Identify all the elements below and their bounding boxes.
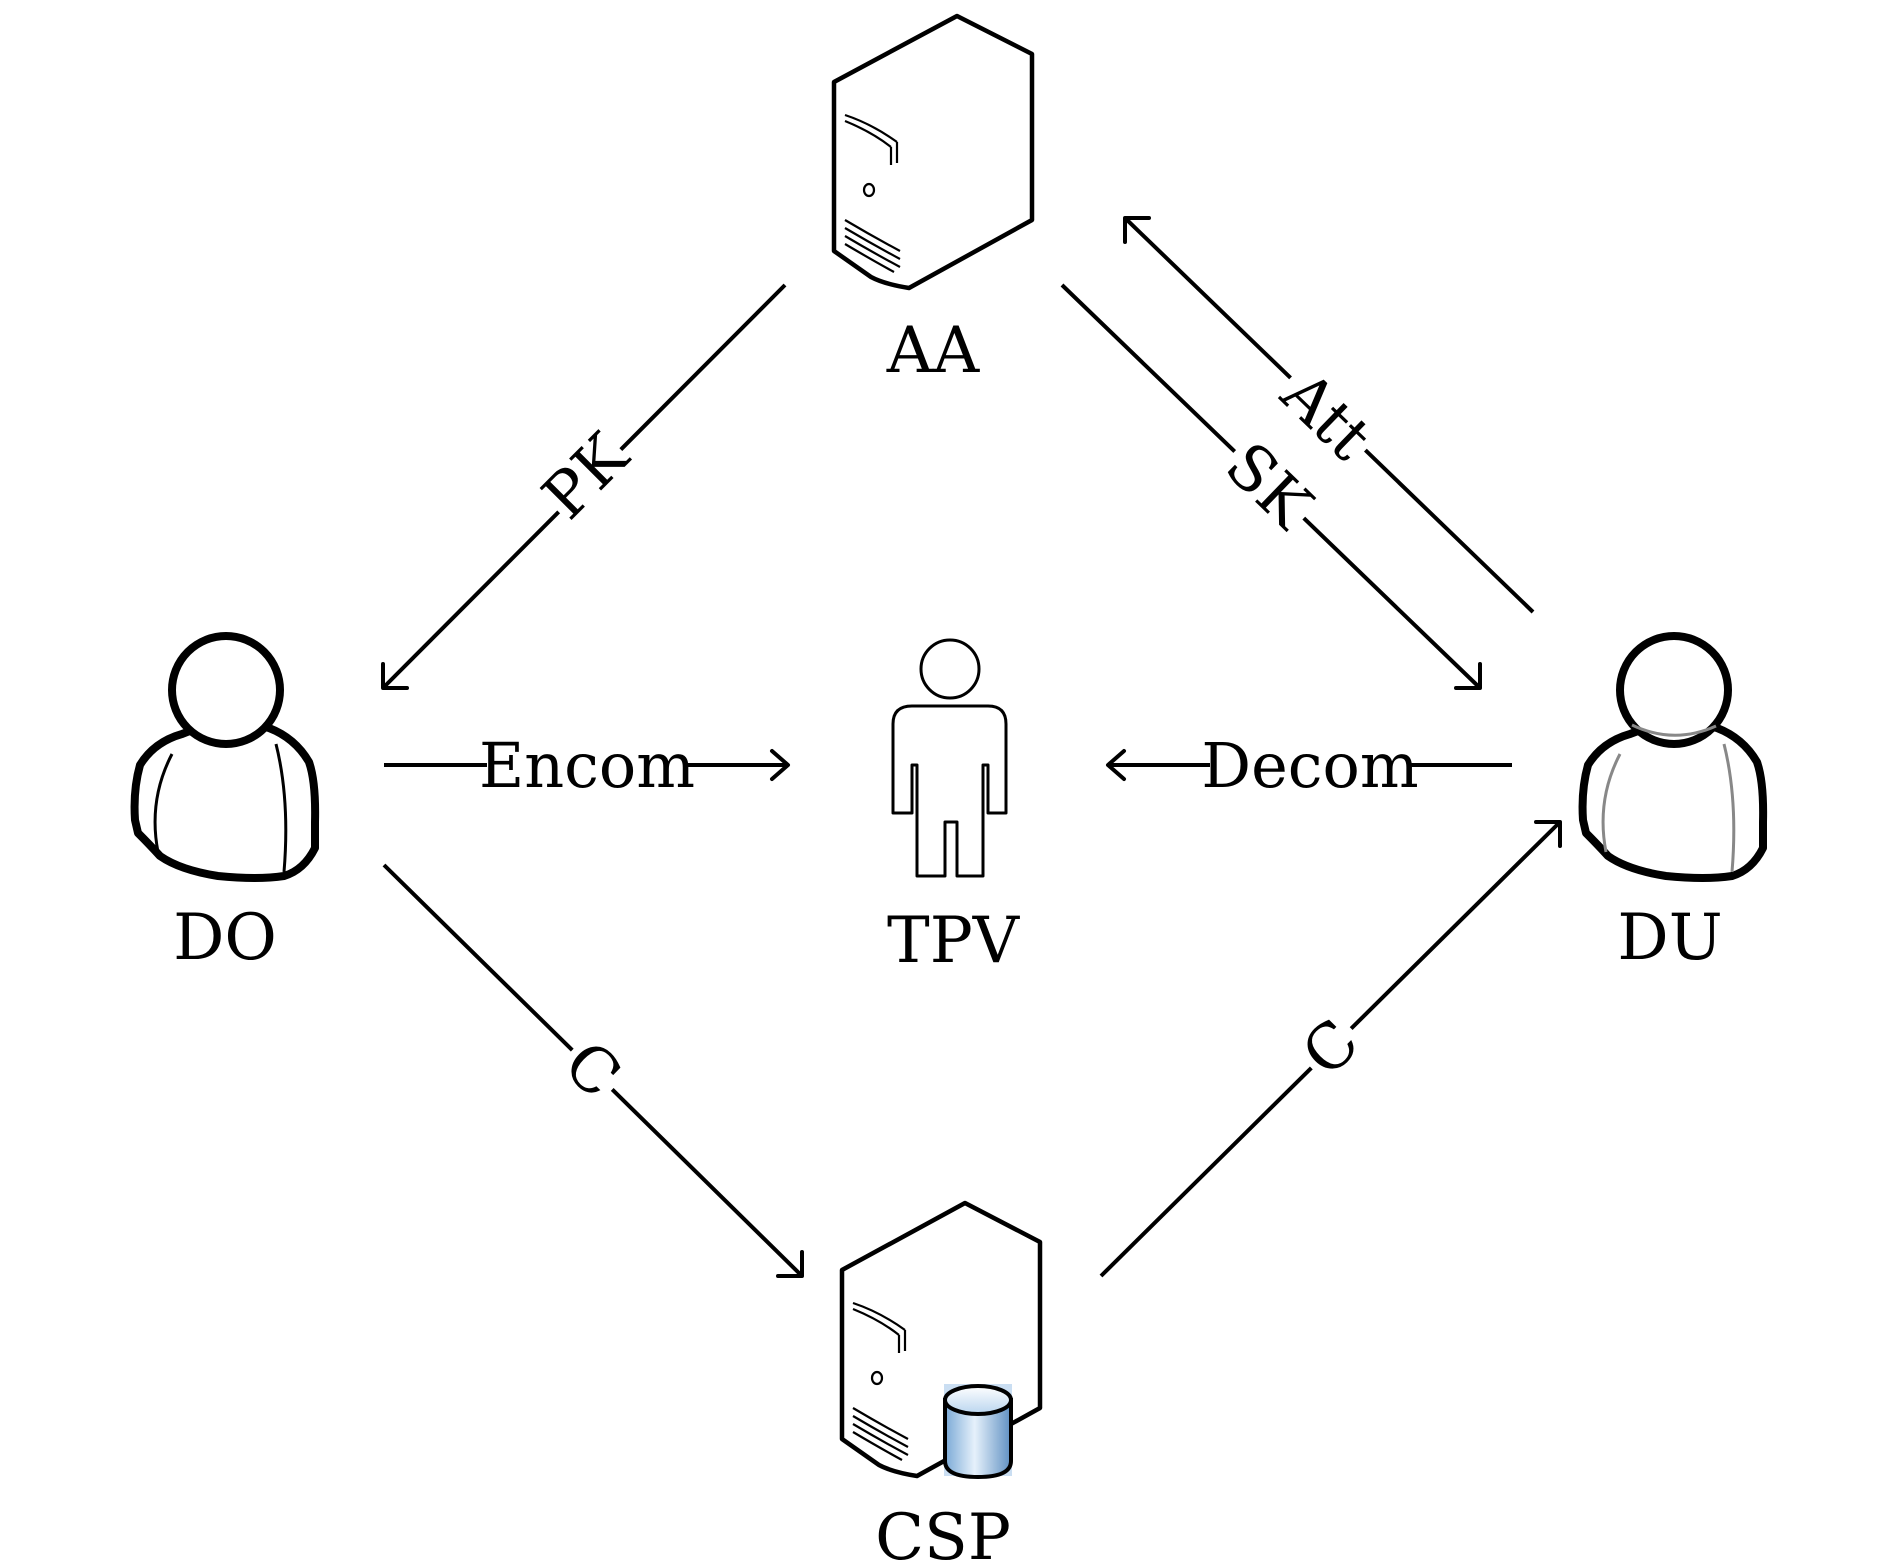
user-icon	[130, 632, 320, 882]
edge-csp-to-du: C	[1099, 820, 1562, 1278]
edge-label-decom: Decom	[1201, 729, 1418, 802]
label-bg-encom	[487, 728, 687, 802]
database-icon	[943, 1384, 1013, 1480]
arrowhead-encom	[770, 749, 790, 781]
arrowhead-pk	[381, 662, 409, 690]
label-bg-att	[1266, 355, 1388, 475]
user-icon	[1578, 632, 1768, 882]
node-label-tpv: TPV	[887, 904, 1021, 978]
user-icon-head	[168, 632, 284, 748]
edge-do-to-tpv: Encom	[384, 728, 790, 802]
edge-aa-to-do: PK	[381, 283, 787, 690]
server-icon	[831, 13, 1035, 291]
label-bg-pk	[528, 419, 640, 531]
user-icon-head	[1616, 632, 1732, 748]
edge-do-to-csp: C	[382, 863, 804, 1278]
edge-du-to-tpv: Decom	[1106, 728, 1512, 802]
arrowhead-att	[1123, 216, 1151, 244]
person-icon-head	[919, 638, 981, 700]
node-csp: CSP	[839, 1200, 1043, 1566]
edge-aa-to-du: SK	[1060, 283, 1482, 690]
node-du: DU	[1578, 632, 1768, 975]
label-bg-c-right	[1286, 1003, 1374, 1091]
label-bg-c-left	[549, 1025, 637, 1113]
edge-label-encom: Encom	[479, 729, 695, 802]
label-bg-sk	[1211, 426, 1329, 542]
node-label-aa: AA	[886, 314, 980, 388]
node-tpv: TPV	[887, 638, 1021, 978]
node-do: DO	[130, 632, 320, 975]
edge-du-to-aa: Att	[1123, 216, 1535, 614]
arrowhead-sk	[1454, 662, 1482, 690]
arrowhead-c-left	[776, 1250, 804, 1278]
node-label-csp: CSP	[875, 1501, 1011, 1566]
edge-label-pk: PK	[528, 418, 643, 533]
node-aa: AA	[831, 13, 1035, 388]
arrowhead-c-right	[1534, 820, 1562, 848]
node-label-du: DU	[1617, 901, 1722, 975]
label-bg-decom	[1210, 728, 1410, 802]
person-icon	[891, 638, 1008, 878]
server-database-icon	[839, 1200, 1043, 1480]
node-label-do: DO	[173, 901, 277, 975]
arrowhead-decom	[1106, 749, 1126, 781]
